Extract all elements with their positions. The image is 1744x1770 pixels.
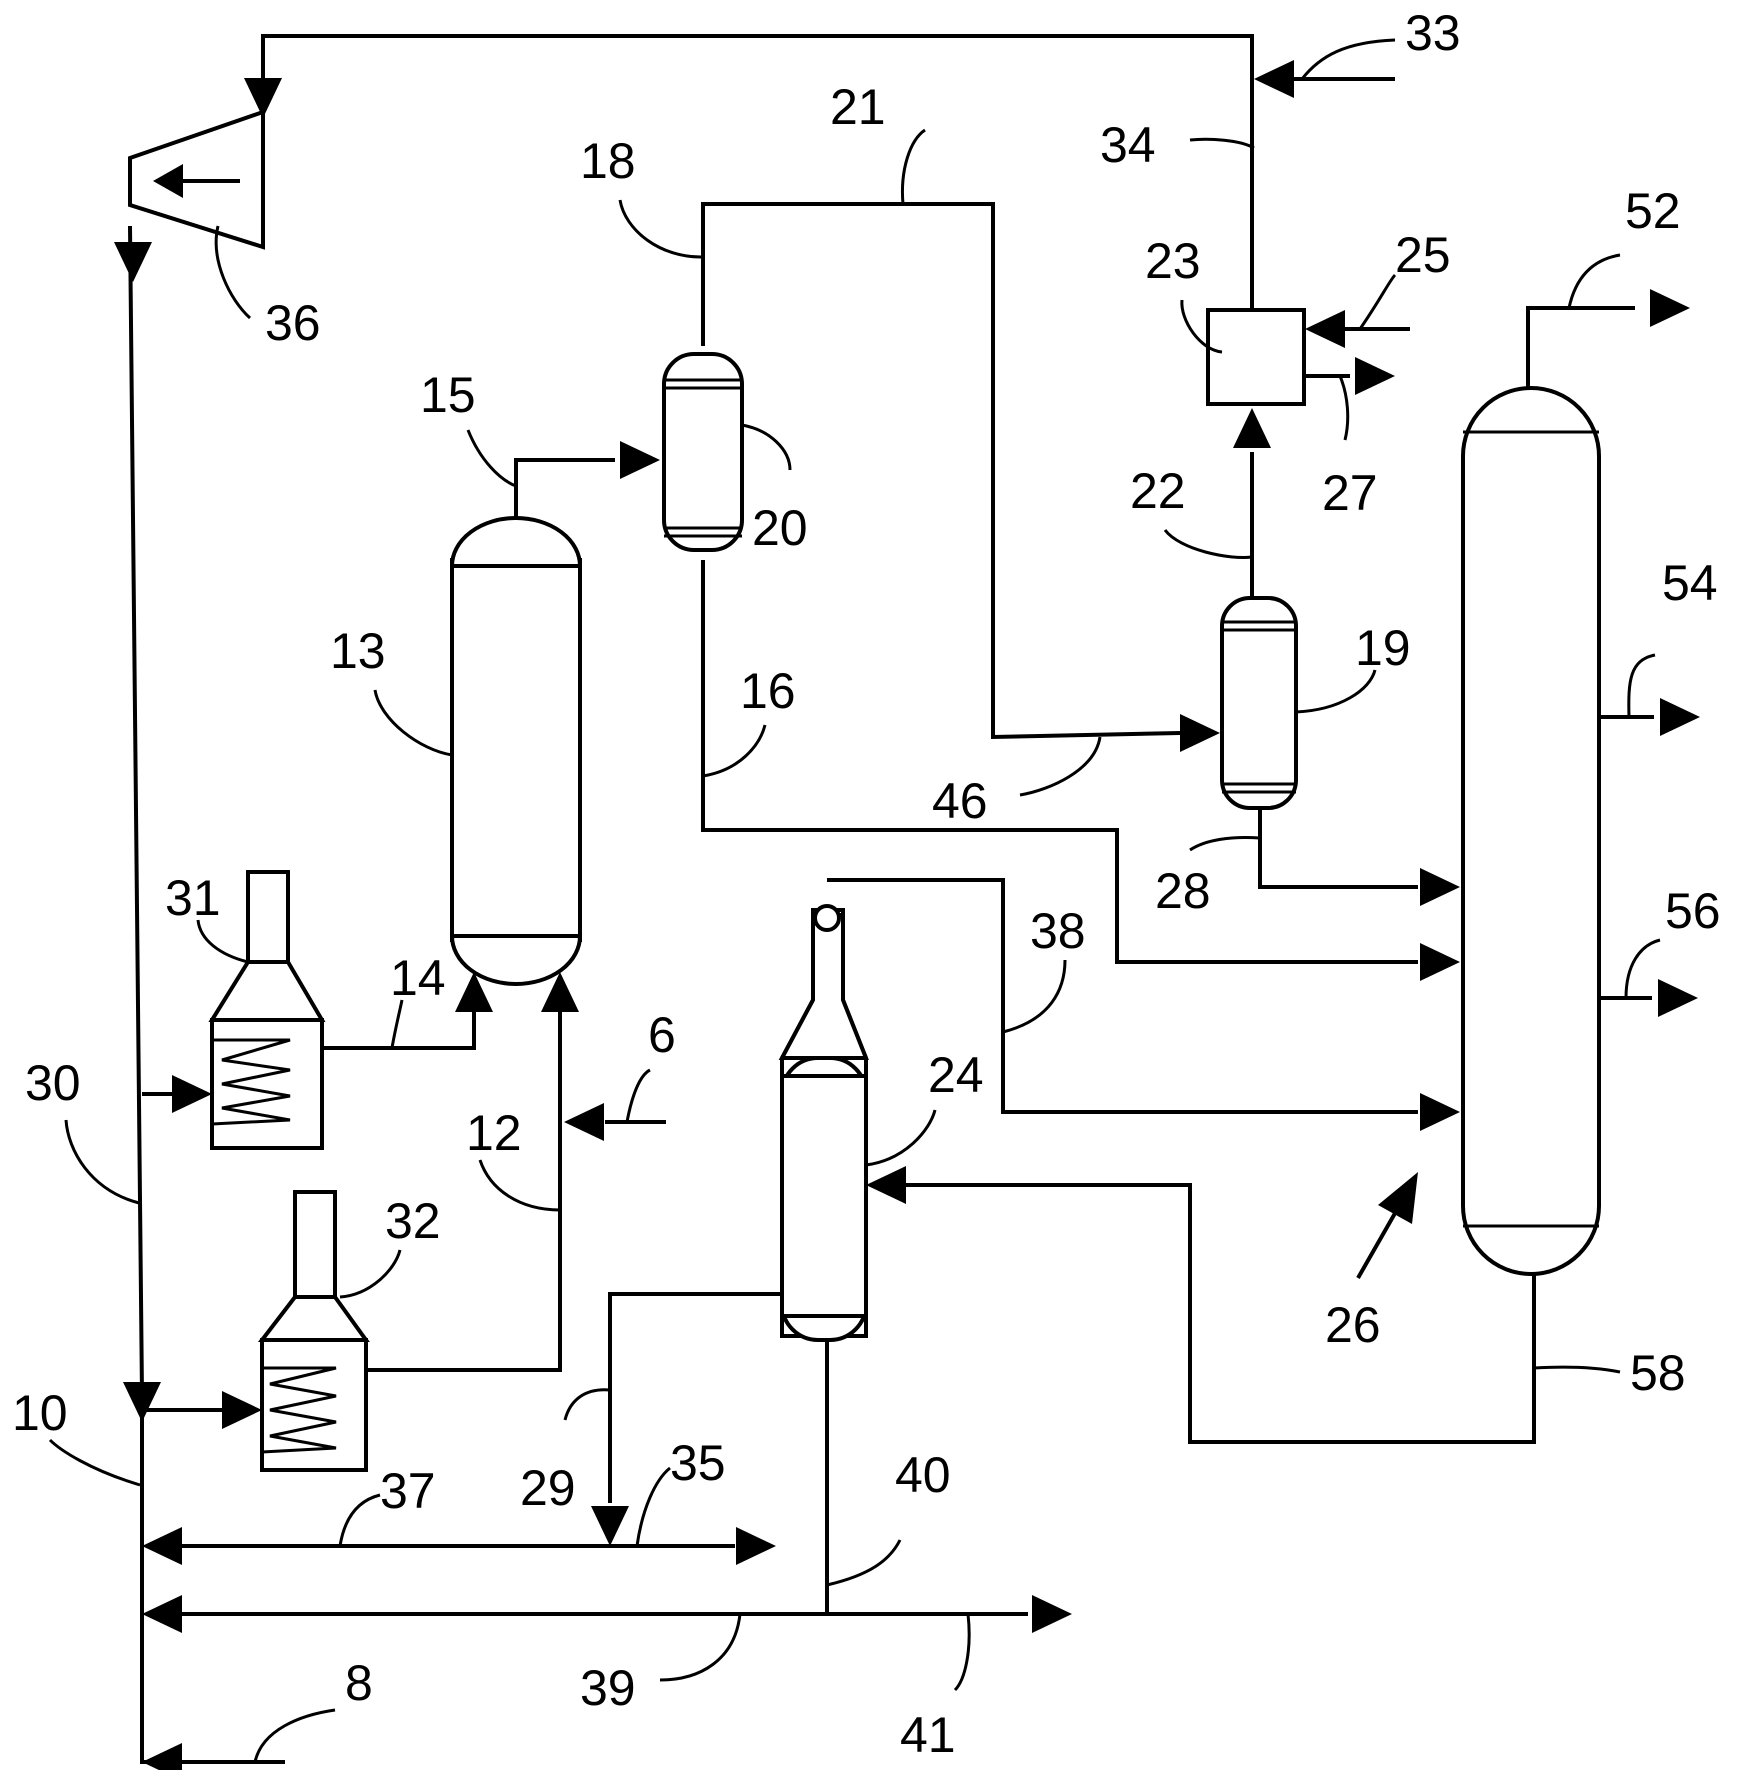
- line-52: [1526, 306, 1635, 390]
- label-28: 28: [1155, 863, 1211, 919]
- label-31: 31: [165, 870, 221, 926]
- label-6: 6: [648, 1007, 676, 1063]
- column-26: [1461, 386, 1601, 1276]
- reactor-13: [449, 516, 583, 986]
- separator-19: [1220, 596, 1298, 810]
- heater-31: [208, 870, 326, 1150]
- flow-arrows: [114, 60, 1700, 1770]
- label-25: 25: [1395, 227, 1451, 283]
- line-16: [701, 560, 1418, 964]
- label-40: 40: [895, 1447, 951, 1503]
- line-recycle-top: [261, 34, 1254, 388]
- label-12: 12: [466, 1105, 522, 1161]
- label-24: 24: [928, 1047, 984, 1103]
- label-27: 27: [1322, 465, 1378, 521]
- label-26: 26: [1325, 1297, 1381, 1353]
- unit-23: [1206, 308, 1306, 406]
- label-32: 32: [385, 1193, 441, 1249]
- line-21: [701, 202, 1181, 740]
- label-41: 41: [900, 1707, 956, 1763]
- label-20: 20: [752, 500, 808, 556]
- compressor-36: [128, 109, 265, 250]
- line-12: [358, 982, 562, 1372]
- line-29: [608, 1292, 782, 1503]
- label-18: 18: [580, 133, 636, 189]
- label-23: 23: [1145, 233, 1201, 289]
- label-39: 39: [580, 1660, 636, 1716]
- separator-20: [662, 352, 744, 552]
- label-38: 38: [1030, 903, 1086, 959]
- reference-labels: 33 34 21 18 36 23 25 52 15 20 22 27 54 1…: [12, 5, 1721, 1763]
- label-21: 21: [830, 79, 886, 135]
- line-58: [900, 1183, 1536, 1444]
- label-29: 29: [520, 1460, 576, 1516]
- line-30: [128, 225, 285, 1764]
- label-52: 52: [1625, 183, 1681, 239]
- label-15: 15: [420, 367, 476, 423]
- label-10: 10: [12, 1385, 68, 1441]
- label-22: 22: [1130, 463, 1186, 519]
- line-28: [1258, 805, 1418, 889]
- label-34: 34: [1100, 117, 1156, 173]
- label-56: 56: [1665, 883, 1721, 939]
- leader-lines: [48, 38, 1661, 1763]
- label-46: 46: [932, 773, 988, 829]
- label-8: 8: [345, 1655, 373, 1711]
- label-54: 54: [1662, 555, 1718, 611]
- stripper-24: [778, 904, 869, 1342]
- label-37: 37: [380, 1463, 436, 1519]
- process-lines: [128, 34, 1654, 1764]
- label-35: 35: [670, 1435, 726, 1491]
- label-14: 14: [390, 950, 446, 1006]
- label-58: 58: [1630, 1345, 1686, 1401]
- label-13: 13: [330, 623, 386, 679]
- line-15: [514, 458, 615, 534]
- label-33: 33: [1405, 5, 1461, 61]
- label-30: 30: [25, 1055, 81, 1111]
- heater-32: [257, 1190, 370, 1472]
- label-19: 19: [1355, 620, 1411, 676]
- label-16: 16: [740, 663, 796, 719]
- label-36: 36: [265, 295, 321, 351]
- line-38: [827, 878, 1418, 1114]
